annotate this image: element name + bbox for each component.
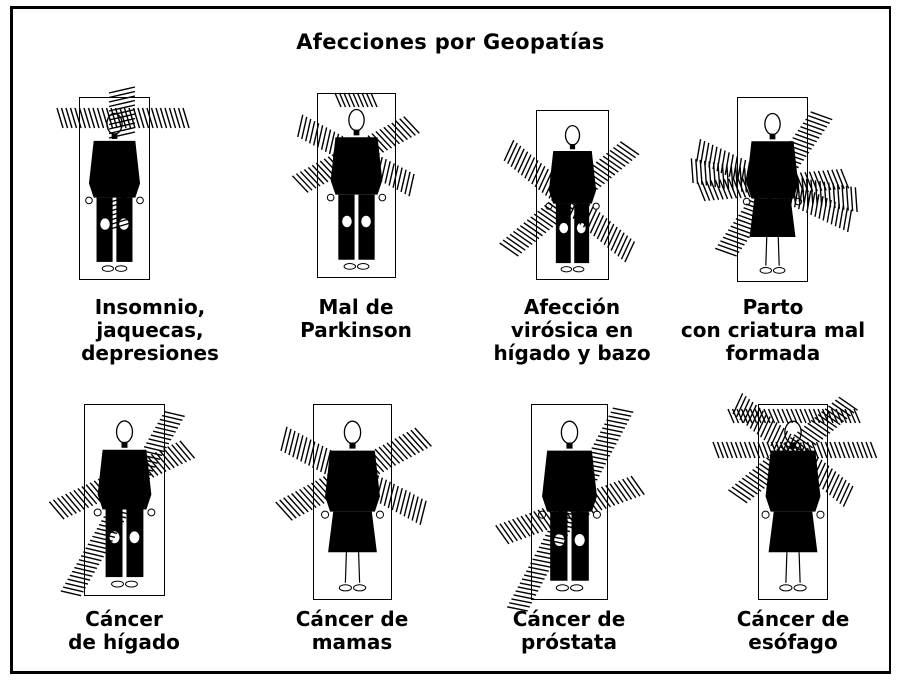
caption-line: Cáncer — [85, 607, 163, 631]
caption-line: hígado y bazo — [493, 341, 651, 365]
hatch-band — [297, 114, 415, 197]
figure-box — [79, 97, 150, 280]
caption-line: Mal de — [318, 295, 394, 319]
caption-line: depresiones — [81, 341, 219, 365]
hatch-band — [280, 426, 427, 525]
caption-line: de hígado — [68, 630, 180, 654]
hatch-band — [503, 139, 636, 263]
hatch-band — [727, 408, 861, 424]
woman-figure — [761, 420, 825, 592]
caption-line: jaquecas, — [96, 318, 204, 342]
hatch-band — [495, 475, 645, 545]
hatch-band — [334, 92, 378, 108]
caption-line: Cáncer de — [736, 607, 850, 631]
caption-line: Cáncer de — [295, 607, 409, 631]
hatch-band — [60, 410, 185, 597]
caption-line: Parkinson — [300, 318, 412, 342]
caption-line: próstata — [521, 630, 617, 654]
caption-line: esófago — [748, 630, 838, 654]
figure-box — [758, 404, 828, 600]
hatch-band — [48, 440, 196, 520]
hatch-band — [499, 141, 640, 257]
caption-line: virósica en — [510, 318, 634, 342]
caption-line: Cáncer de — [512, 607, 626, 631]
hatch-band — [56, 107, 190, 129]
panel-caption: Insomnio,jaquecas,depresiones — [40, 296, 260, 365]
caption-line: Afección — [523, 295, 621, 319]
caption-line: Insomnio, — [94, 295, 206, 319]
hatch-band — [696, 138, 853, 233]
caption-line: con criatura mal — [680, 318, 866, 342]
figure-box — [313, 404, 392, 600]
figure-box — [536, 110, 609, 280]
caption-line: formada — [725, 341, 821, 365]
hatch-band — [507, 407, 634, 612]
man-figure — [545, 124, 600, 273]
hatch-band — [291, 116, 420, 193]
figure-frame — [10, 6, 891, 674]
caption-line: mamas — [311, 630, 393, 654]
hatch-band — [111, 154, 133, 230]
figure-box — [317, 93, 396, 278]
figure-box — [84, 404, 165, 596]
caption-line: Parto — [742, 295, 804, 319]
figure-title: Afecciones por Geopatías — [296, 30, 605, 54]
hatch-band — [108, 86, 136, 139]
